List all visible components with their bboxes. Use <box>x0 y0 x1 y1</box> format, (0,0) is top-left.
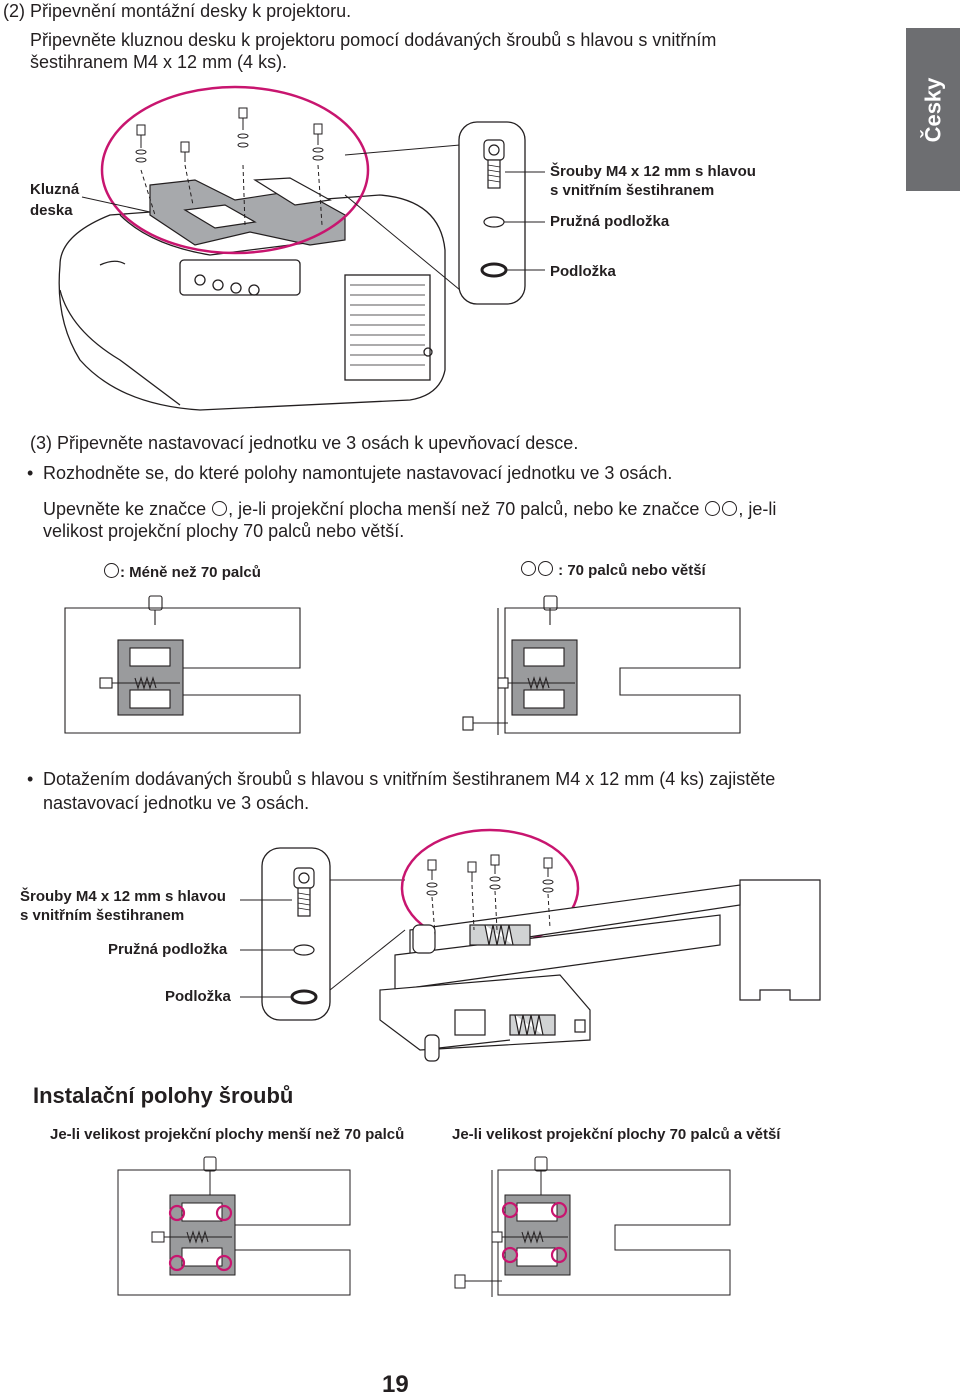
install-marks-large <box>501 1201 568 1264</box>
step2-text-line1: Připevněte kluznou desku k projektoru po… <box>30 30 717 50</box>
install-diagram-small <box>117 1156 351 1296</box>
screw-guide-lines <box>140 164 323 226</box>
label-screws-line1: Šrouby M4 x 12 mm s hlavou <box>550 163 756 180</box>
highlight-ellipse-top <box>100 85 370 255</box>
step3-bullet2-line2: nastavovací jednotku ve 3 osách. <box>43 793 310 813</box>
step3-heading: (3) Připevněte nastavovací jednotku ve 3… <box>30 433 579 453</box>
label-screws-bottom-1: Šrouby M4 x 12 mm s hlavou <box>20 888 226 905</box>
step3-bullet1: Rozhodněte se, do které polohy namontuje… <box>27 462 672 484</box>
legend-small: : Méně než 70 palců <box>103 563 261 583</box>
step3-bullet2-line1: Dotažením dodávaných šroubů s hlavou s v… <box>27 768 775 790</box>
step2-text-line2: šestihranem M4 x 12 mm (4 ks). <box>30 52 288 72</box>
paragraph-part-c: , je-li <box>738 499 777 519</box>
label-screws-bottom-2: s vnitřním šestihranem <box>20 907 185 924</box>
assembly-guide-lines <box>431 884 551 936</box>
legend-small-label: : Méně než 70 palců <box>120 564 261 581</box>
install-caption-small: Je-li velikost projekční plochy menší ne… <box>50 1126 405 1143</box>
hex-screw-icon-bottom <box>293 867 315 917</box>
double-circle-mark-icon <box>705 501 721 516</box>
double-circle-mark-icon <box>538 561 553 576</box>
double-circle-mark-icon <box>722 501 738 516</box>
callout-box-bottom <box>261 847 331 1021</box>
install-diagram-large <box>454 1156 731 1297</box>
washer-icon-bottom <box>290 989 318 1005</box>
language-tab: Česky <box>906 28 960 191</box>
callout-line-b2 <box>329 929 406 991</box>
legend-large: : 70 palců nebo větší <box>520 561 706 581</box>
assembly-screws <box>426 854 554 896</box>
screws-small <box>135 107 324 163</box>
single-circle-mark-icon <box>212 501 228 516</box>
washer-icon <box>480 262 508 278</box>
slide-plate <box>149 177 346 246</box>
label-spring-washer: Pružná podložka <box>550 213 670 230</box>
label-spring-washer-bottom: Pružná podložka <box>108 941 228 958</box>
step3-paragraph: Upevněte ke značce , je-li projekční plo… <box>43 498 776 520</box>
install-caption-large: Je-li velikost projekční plochy 70 palců… <box>452 1126 781 1143</box>
label-slide-plate-1: Kluzná <box>30 181 80 198</box>
label-screws-line2: s vnitřním šestihranem <box>550 182 715 199</box>
label-slide-plate-2: deska <box>30 202 73 219</box>
washer-leaders-bottom <box>240 899 294 998</box>
label-washer: Podložka <box>550 263 616 280</box>
double-circle-mark-icon <box>521 561 536 576</box>
page-number: 19 <box>382 1371 409 1398</box>
install-heading: Instalační polohy šroubů <box>33 1083 294 1108</box>
label-washer-bottom: Podložka <box>165 988 231 1005</box>
legend-large-label: : 70 palců nebo větší <box>558 562 706 579</box>
step2-heading: (2) Připevnění montážní desky k projekto… <box>3 1 352 21</box>
paragraph-part-b: , je-li projekční plocha menší než 70 pa… <box>228 499 700 519</box>
callout-box-top <box>458 121 526 305</box>
spring-washer-icon <box>483 216 505 228</box>
callout-line-top <box>344 144 461 156</box>
mount-assembly-illustration <box>379 879 821 1062</box>
install-marks-small <box>168 1204 233 1272</box>
paragraph-part-a: Upevněte ke značce <box>43 499 207 519</box>
position-diagram-small <box>64 595 301 734</box>
callout-line-bottom <box>344 194 461 291</box>
projector-illustration <box>58 194 446 411</box>
leader-plate <box>81 196 151 213</box>
position-diagram-large <box>462 595 741 735</box>
spring-washer-icon-bottom <box>293 944 315 956</box>
hex-screw-icon <box>483 139 505 189</box>
step3-paragraph-line2: velikost projekční plochy 70 palců nebo … <box>43 521 405 541</box>
single-circle-mark-icon <box>104 563 119 578</box>
washer-leaders <box>504 171 545 271</box>
